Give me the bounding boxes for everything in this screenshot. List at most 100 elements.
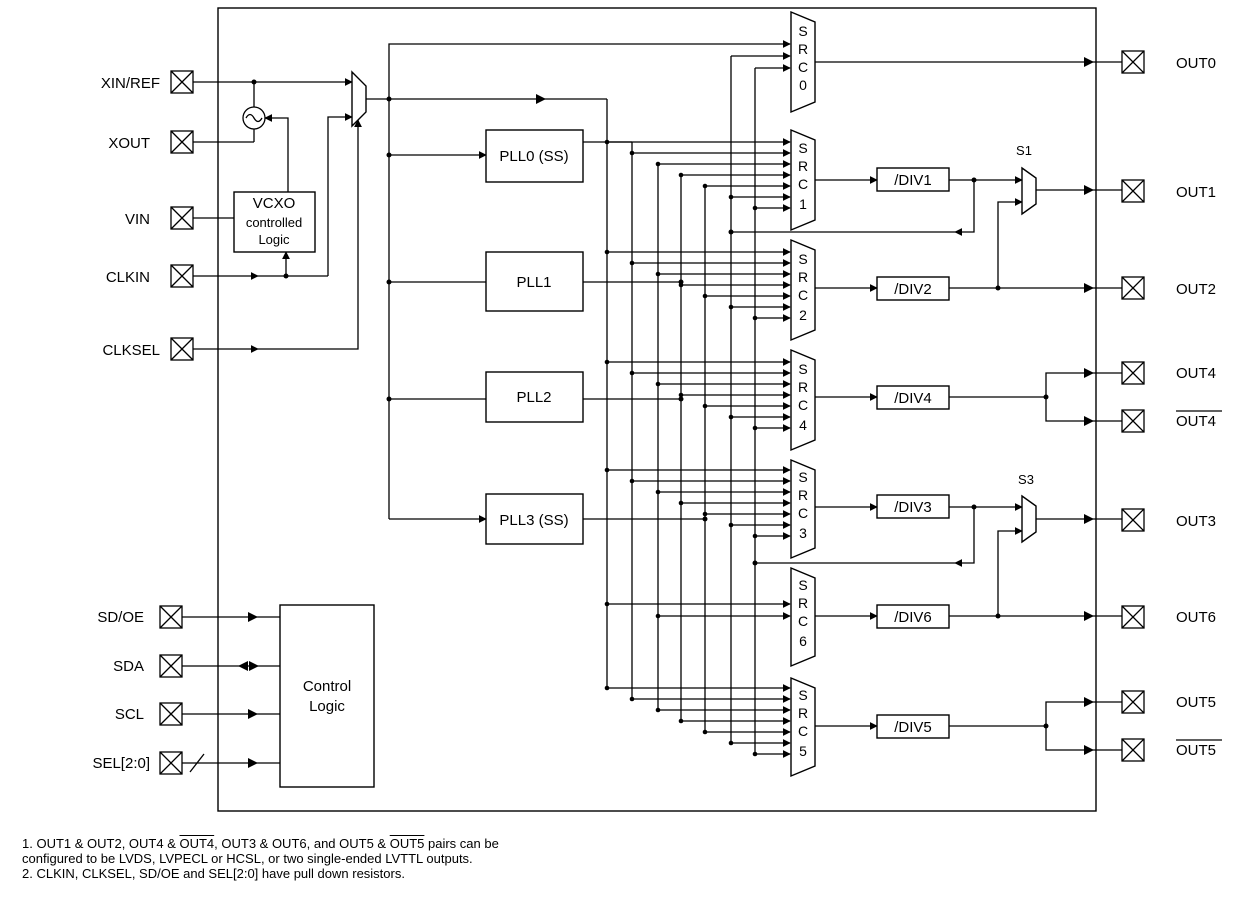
label-out2: OUT2 [1176,281,1216,298]
label-xout: XOUT [108,135,150,152]
pll3-label: PLL3 (SS) [499,512,568,529]
src1-letter: C [798,176,808,192]
bus-junction [678,718,684,724]
src2-letter: S [798,251,807,267]
div3-block [876,494,950,519]
pad-scl [159,702,183,726]
pad-sda [159,654,183,678]
pad-out4b [1121,409,1145,433]
div1-label: /DIV1 [894,172,932,189]
bus-junction [655,381,661,387]
pad-out4 [1121,361,1145,385]
vcxo-label-3: Logic [258,232,290,247]
label-scl: SCL [115,706,144,723]
input-mux [351,70,367,128]
label-out5: OUT5 [1176,694,1216,711]
pad-out6 [1121,605,1145,629]
src0-letter: S [798,23,807,39]
control-wiring [182,612,280,773]
bus-junction [655,161,661,167]
bus-junction [604,685,610,691]
pad-out2 [1121,276,1145,300]
div2-block [876,276,950,301]
src4-mux: S R C 4 [790,348,816,452]
bus-junction [604,359,610,365]
bus-junction [629,370,635,376]
bus-junction [678,282,684,288]
src2-letter: R [798,269,808,285]
label-out4: OUT4 [1176,365,1216,382]
pad-sdoe [159,605,183,629]
div4-block [876,385,950,410]
bus-junction [629,150,635,156]
src0-letter: C [798,59,808,75]
src1-mux: S R C 1 [790,128,816,232]
bus-junction [728,304,734,310]
input-pads [159,70,194,775]
src3-letter: R [798,487,808,503]
div5-label: /DIV5 [894,719,932,736]
src0-mux: S R C 0 [790,10,816,114]
src5-letter: 5 [799,743,807,759]
src2-letter: 2 [799,307,807,323]
pad-out0 [1121,50,1145,74]
s3-mux [1021,494,1037,544]
s1-label: S1 [1016,143,1032,158]
note-text: , OUT3 & OUT6, and OUT5 & [214,836,390,851]
output-pads [1121,50,1145,762]
bus-junction [678,172,684,178]
label-out1: OUT1 [1176,184,1216,201]
label-vin: VIN [125,211,150,228]
src4-letter: C [798,397,808,413]
label-sdoe: SD/OE [97,609,144,626]
pll3-block [485,493,584,545]
src4-letter: 4 [799,417,807,433]
pll0-label: PLL0 (SS) [499,148,568,165]
label-clksel: CLKSEL [102,342,160,359]
src3-letter: C [798,505,808,521]
pad-sel [159,751,183,775]
note-text: 1. OUT1 & OUT2, OUT4 & [22,836,180,851]
bus-junction [702,293,708,299]
bus-junction [655,613,661,619]
src3-letter: 3 [799,525,807,541]
src4-letter: S [798,361,807,377]
bus-junction [604,139,610,145]
label-out3: OUT3 [1176,513,1216,530]
bus-junction [604,249,610,255]
src6-letter: S [798,577,807,593]
src2-letter: C [798,287,808,303]
div6-block [876,604,950,629]
bus-junction [629,260,635,266]
bus-junction [604,601,610,607]
div2-label: /DIV2 [894,281,932,298]
src5-letter: S [798,687,807,703]
pll0-block [485,129,584,183]
control-label-1: Control [303,678,351,695]
vcxo-label-2: controlled [246,215,302,230]
bus-junction [752,425,758,431]
div3-label: /DIV3 [894,499,932,516]
bus-junction [702,511,708,517]
note-out4b: OUT4 [179,836,215,851]
pad-vin [170,206,194,230]
bus-junction [702,183,708,189]
footnotes: 1. OUT1 & OUT2, OUT4 & OUT4, OUT3 & OUT6… [22,836,922,881]
vcxo-label-1: VCXO [253,195,296,212]
bus-junction [629,478,635,484]
src1-letter: 1 [799,196,807,212]
note-text: pairs can be [424,836,499,851]
src6-mux: S R C 6 [790,566,816,668]
src0-letter: R [798,41,808,57]
pad-xout [170,130,194,154]
note-1-line-2: configured to be LVDS, LVPECL or HCSL, o… [22,851,473,866]
bus-junction [752,751,758,757]
pad-out3 [1121,508,1145,532]
label-sda: SDA [113,658,144,675]
pll1-block [485,251,584,312]
pad-clksel [170,337,194,361]
src1-letter: S [798,140,807,156]
control-logic-block [279,604,375,788]
s3-label: S3 [1018,472,1034,487]
